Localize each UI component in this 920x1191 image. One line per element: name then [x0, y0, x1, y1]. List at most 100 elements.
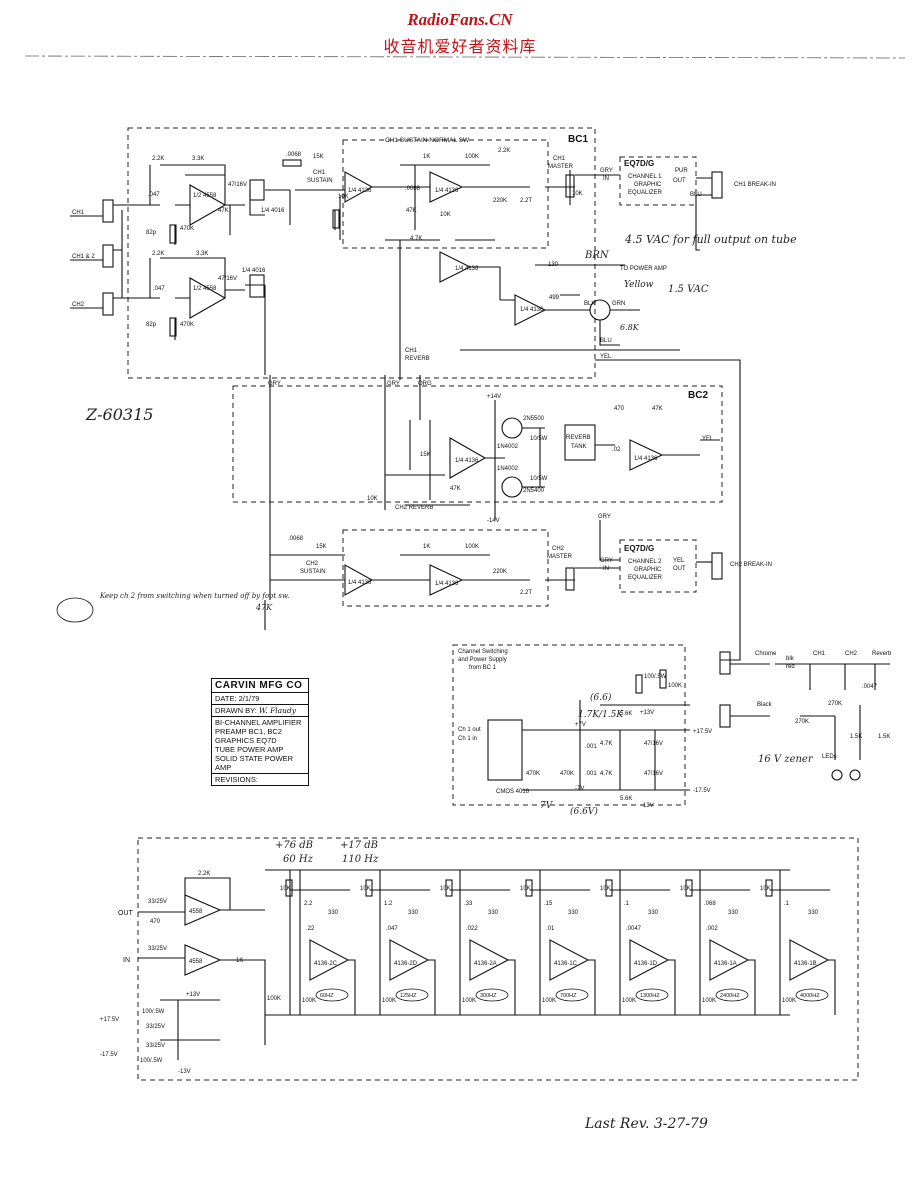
eq-band-ic: 4136-1D: [634, 961, 658, 967]
r-47k-b: 47K: [406, 208, 417, 214]
ch1-sustain-label-1: CH1: [313, 170, 326, 176]
eq-band-pot: [765, 879, 773, 897]
op4136-f: 1/4 4136: [634, 456, 658, 462]
r-5k6-b: 5.6K: [620, 796, 632, 802]
site-header: RadioFans.CN: [407, 10, 513, 29]
eq-band-freq-ring: [395, 988, 429, 1002]
hw-last-rev: Last Rev. 3-27-79: [584, 1116, 708, 1132]
v-13p: +13V: [640, 710, 654, 716]
eq-band-cap1: 2.2: [304, 901, 313, 907]
eq-front-end: [138, 869, 790, 1060]
op4136-d: 1/4 4136: [520, 307, 544, 313]
eq2-body-3: EQUALIZER: [628, 575, 663, 581]
eq-band-cap2: .22: [306, 926, 315, 932]
grn-label: GRN: [612, 301, 625, 307]
r-100k-b: 100K: [465, 544, 479, 550]
r-10-5w-a: 10/5W: [530, 436, 548, 442]
r-100-5w-b: 100/.5W: [142, 1009, 165, 1015]
fs-reverb: Reverb: [872, 651, 892, 657]
r-4k7-a: 4.7K: [410, 236, 422, 242]
eq2-out: OUT: [673, 566, 686, 572]
eq-band-pot-label: 10K: [680, 886, 691, 892]
drawing-date: DATE: 2/1/79: [212, 693, 308, 705]
hw-47k: 47K: [255, 603, 273, 612]
contents-line: TUBE POWER AMP: [215, 745, 284, 754]
c-02: .02: [612, 447, 621, 453]
r-22t-a: 2.2T: [520, 198, 532, 204]
eq-band-pot-label: 10K: [760, 886, 771, 892]
eq1-in: IN: [603, 176, 609, 182]
eq-out: OUT: [118, 910, 134, 917]
eq-band-r100k: 100K: [382, 998, 396, 1004]
r-470k-c: 470K: [526, 771, 540, 777]
r-470k-b: 470K: [180, 322, 194, 328]
eq1-box: [619, 156, 697, 206]
op4136-b: 1/4 4136: [435, 188, 459, 194]
r-47k-c: 47K: [652, 406, 663, 412]
yel-label: YEL: [600, 354, 612, 360]
cmos-label: CMOS 4016: [496, 789, 530, 795]
eq-band-pot-label: 10K: [520, 886, 531, 892]
v-175n: -17.5V: [693, 788, 711, 794]
input-ch1-label: CH1: [72, 210, 85, 216]
op4558-eq2: 4558: [189, 959, 203, 965]
hw-zener: 16 V zener: [758, 754, 814, 765]
r-270k-a: 270K: [828, 701, 842, 707]
c-3325-c: 33/25V: [146, 1024, 165, 1030]
r-15k-a: 15K: [313, 154, 324, 160]
eq-band-cap1: .1: [784, 901, 790, 907]
eq-band-wiring: [530, 870, 596, 1015]
eq-band-resistor: 330: [808, 910, 819, 916]
v-175n-eq: -17.5V: [100, 1052, 118, 1058]
eq-band-freq-ring: [715, 988, 749, 1002]
eq-band-resistor: 330: [488, 910, 499, 916]
eq-band-cap1: .1: [624, 901, 630, 907]
r-220k-a: 220K: [493, 198, 507, 204]
eq-band-cap2: .01: [546, 926, 555, 932]
op4558-eq1: 4558: [189, 909, 203, 915]
contents-line: BI-CHANNEL AMPLIFIER: [215, 718, 302, 727]
eq-band-wiring: [610, 870, 676, 1015]
r-100-5w-a: 100/.5W: [644, 674, 667, 680]
fs-ch1: CH1: [813, 651, 826, 657]
r-10k-b: 10K: [440, 212, 451, 218]
v-13p-eq: +13V: [186, 992, 200, 998]
input-ch2-label: CH2: [72, 302, 85, 308]
ch1-breakin: CH1 BREAK-IN: [734, 182, 776, 188]
d-1n4002-a: 1N4002: [497, 444, 519, 450]
hw-vac: 1.5 VAC: [668, 284, 709, 295]
eq1-out: OUT: [673, 178, 686, 184]
ch2-master-2: MASTER: [547, 554, 573, 560]
black-label: Black: [757, 702, 773, 708]
r-15k-b: 15K: [420, 452, 431, 458]
v-14p: +14V: [487, 394, 501, 400]
contents-line: PREAMP BC1, BC2: [215, 727, 282, 736]
eq-band-freq: 4000HZ: [800, 993, 820, 999]
ch2-sustain-box: [342, 529, 549, 607]
gry-1: GRY: [268, 381, 281, 387]
c-82p-b: 82p: [146, 322, 157, 328]
eq-band-freq: 60HZ: [320, 993, 334, 999]
r-10k-c: 10K: [572, 191, 583, 197]
eq1-body-1: CHANNEL 1: [628, 174, 662, 180]
eq2-box: [619, 539, 697, 593]
title-block: CARVIN MFG CO DATE: 2/1/79 DRAWN BY: W. …: [211, 678, 309, 786]
eq-band-pot: [445, 879, 453, 897]
fs-ch2: CH2: [845, 651, 858, 657]
r-1k-eq: 1K: [236, 958, 243, 964]
power-supply-border: [452, 644, 686, 806]
ch2-breakin: CH2 BREAK-IN: [730, 562, 772, 568]
eq-band-wiring: [450, 870, 516, 1015]
hw-6k8: 6.8K: [620, 323, 640, 332]
r-100k-a: 100K: [465, 154, 479, 160]
r-47k-a: 47K: [218, 208, 229, 214]
eq-band-freq: 1300HZ: [640, 993, 660, 999]
op4136-a: 1/4 4136: [348, 188, 372, 194]
reverb-driver: [385, 400, 720, 520]
eq-band-resistor: 330: [728, 910, 739, 916]
eq2-in: IN: [603, 566, 609, 572]
reverb-tank-1: REVERB: [566, 435, 591, 441]
ch1-reverb-1: CH1: [405, 348, 418, 354]
ps-title-1: Channel Switching: [458, 649, 508, 655]
eq-band-freq: 2400HZ: [720, 993, 740, 999]
